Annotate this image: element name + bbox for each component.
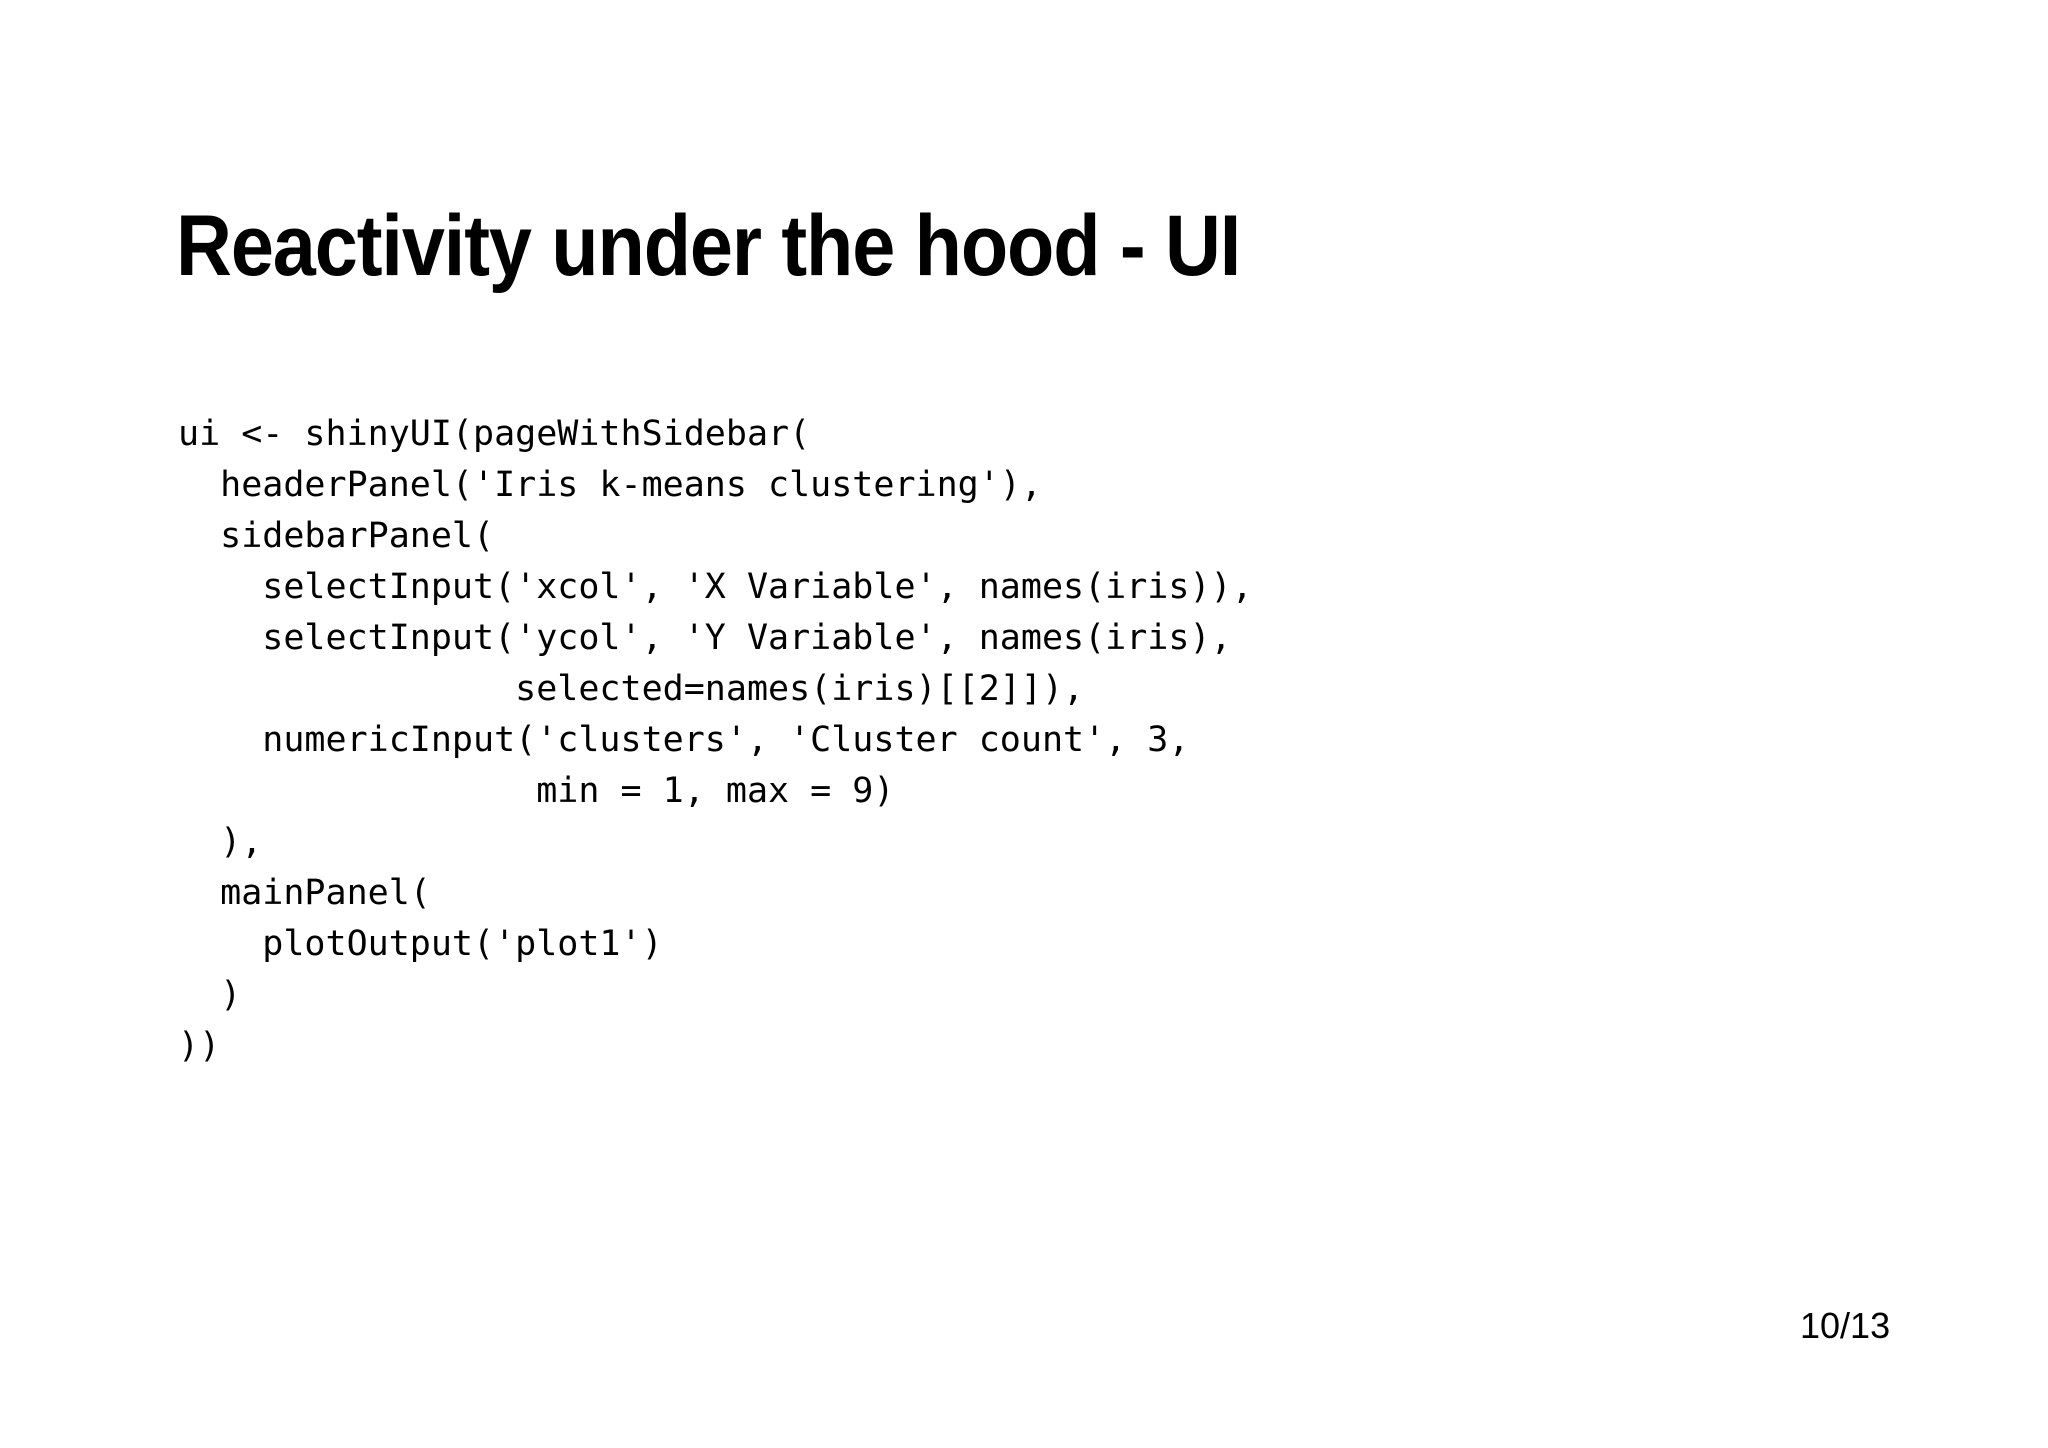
code-block: ui <- shinyUI(pageWithSidebar( headerPan… xyxy=(178,358,1253,1072)
code-line: ), xyxy=(178,822,263,862)
code-line: sidebarPanel( xyxy=(178,516,495,556)
code-line: min = 1, max = 9) xyxy=(178,771,895,811)
page-number: 10/13 xyxy=(1800,1305,1891,1346)
code-content: ui <- shinyUI(pageWithSidebar( headerPan… xyxy=(178,409,1253,1072)
page-title: Reactivity under the hood - UI xyxy=(176,197,1241,294)
code-line: selectInput('ycol', 'Y Variable', names(… xyxy=(178,618,1232,658)
code-line: mainPanel( xyxy=(178,873,431,913)
code-line: numericInput('clusters', 'Cluster count'… xyxy=(178,720,1190,760)
code-line: )) xyxy=(178,1026,221,1066)
code-line: ) xyxy=(178,975,242,1015)
code-line: plotOutput('plot1') xyxy=(178,924,663,964)
code-line: ui <- shinyUI(pageWithSidebar( xyxy=(178,414,811,454)
code-line: headerPanel('Iris k-means clustering'), xyxy=(178,465,1042,505)
code-line: selectInput('xcol', 'X Variable', names(… xyxy=(178,567,1253,607)
code-line: selected=names(iris)[[2]]), xyxy=(178,669,1085,709)
